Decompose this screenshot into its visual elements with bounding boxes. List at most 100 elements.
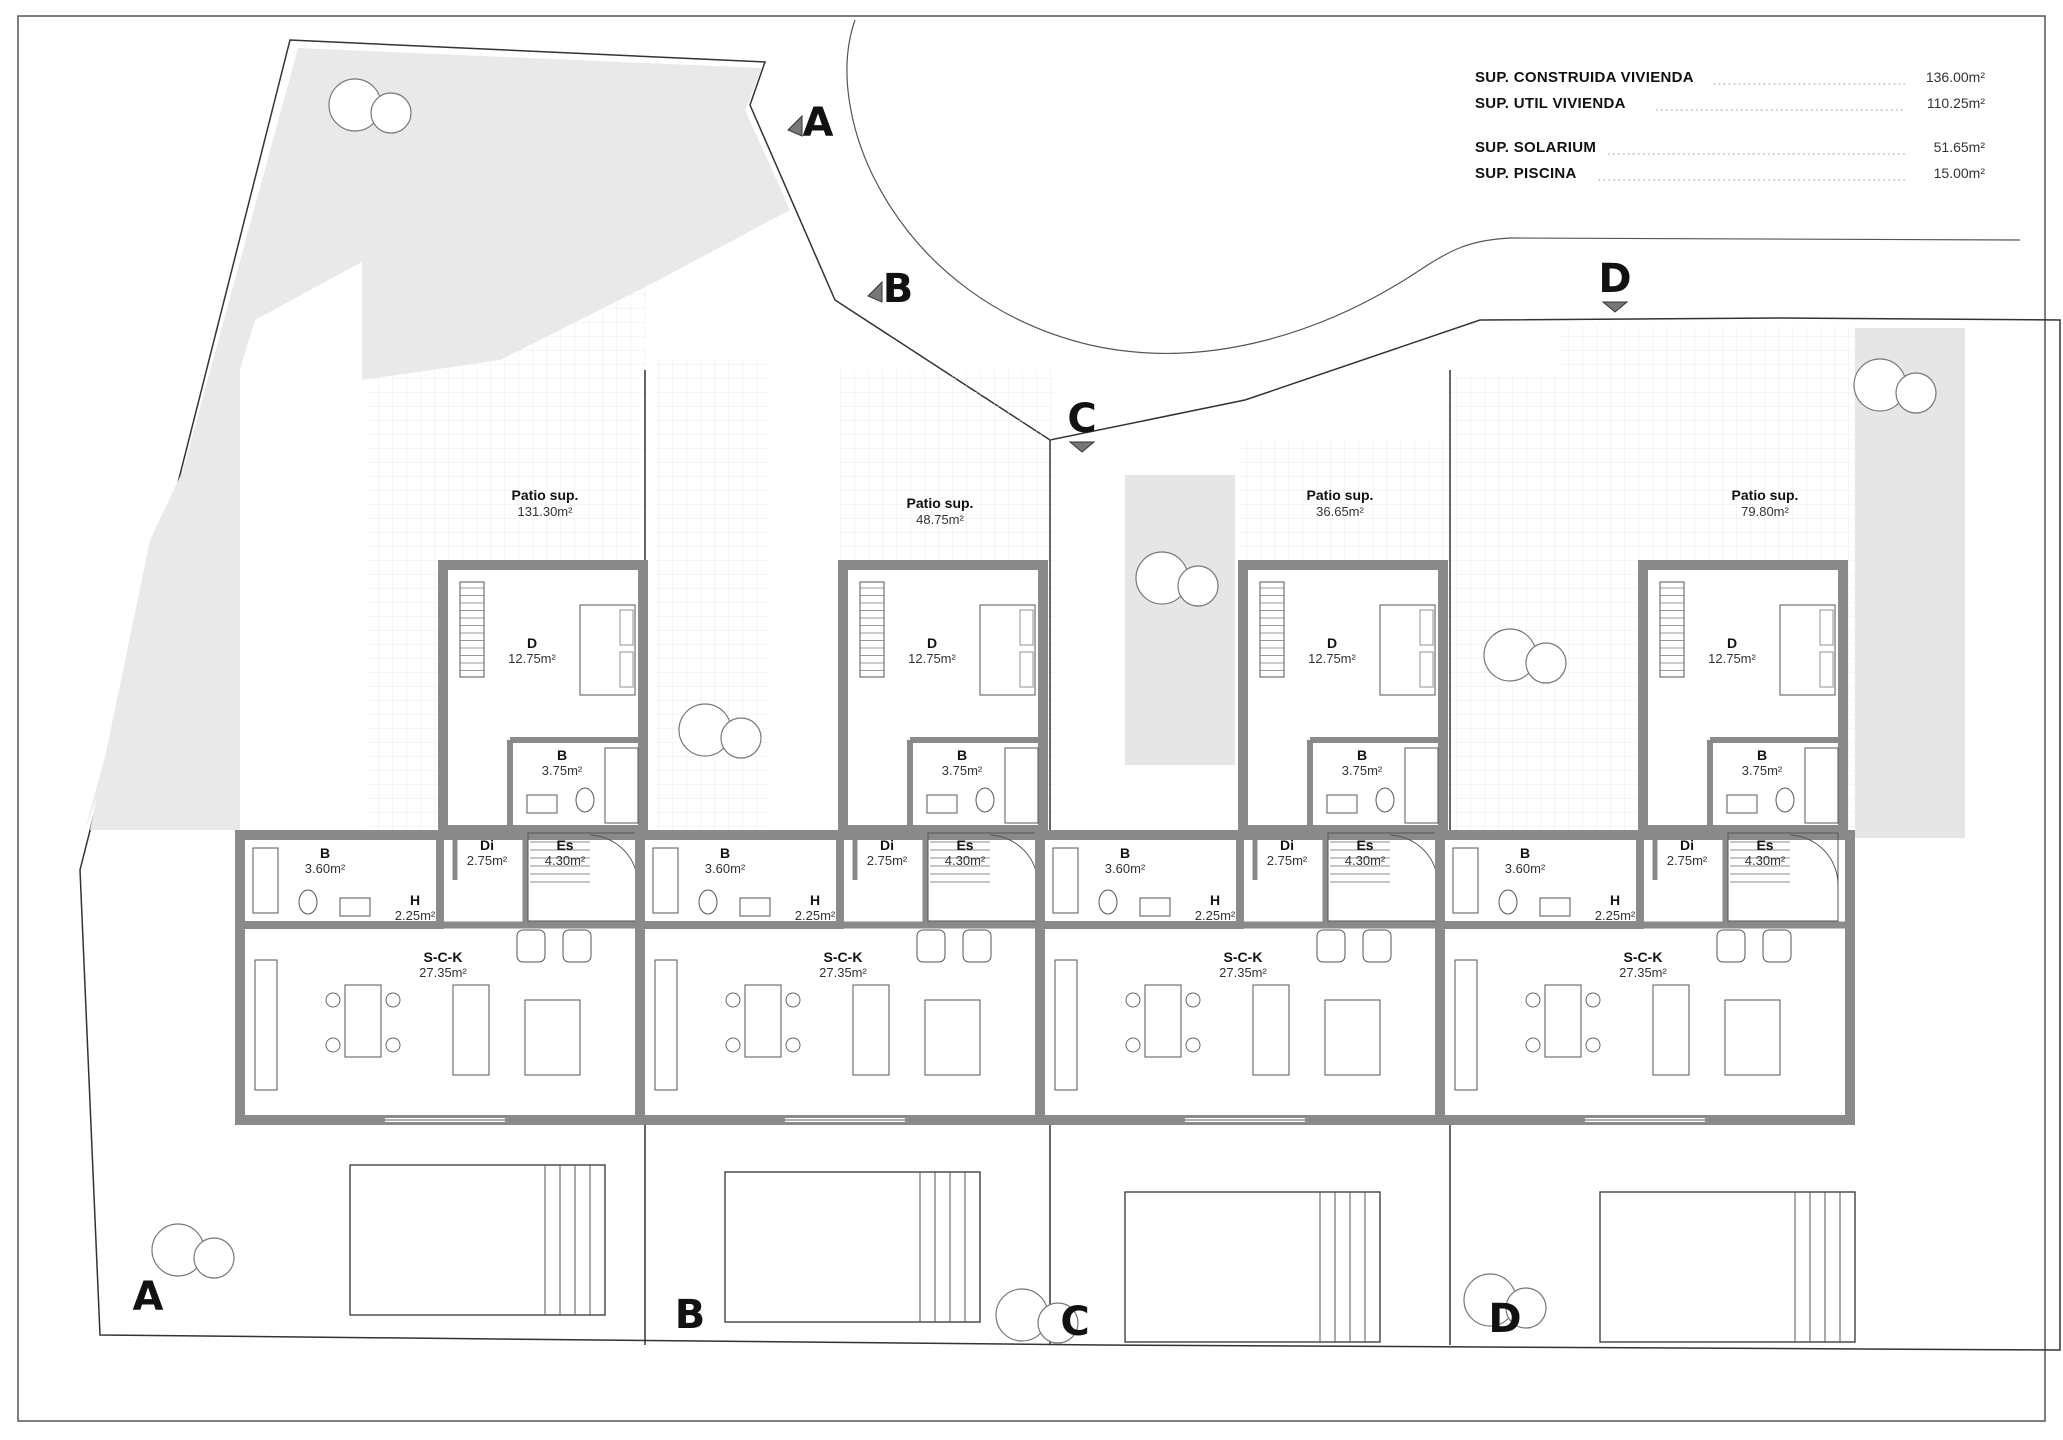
room-name: B bbox=[1357, 747, 1367, 763]
room-area: 2.75m² bbox=[467, 853, 508, 868]
room-name: B bbox=[1520, 845, 1530, 861]
summary-label: SUP. UTIL VIVIENDA bbox=[1475, 95, 1626, 112]
tree-icon bbox=[151, 1223, 235, 1279]
toilet bbox=[298, 889, 318, 915]
kitchen-counter bbox=[1054, 959, 1078, 1091]
room-area: 2.25m² bbox=[795, 908, 836, 923]
armchair bbox=[1362, 929, 1392, 963]
room-name: H bbox=[410, 892, 420, 908]
room-area: 12.75m² bbox=[1708, 651, 1756, 666]
sink bbox=[339, 897, 371, 917]
sink bbox=[926, 794, 958, 814]
room-name: D bbox=[1327, 635, 1337, 651]
shower bbox=[652, 847, 679, 914]
wardrobe bbox=[1659, 581, 1685, 678]
section-marker-bottom: B bbox=[675, 1292, 706, 1338]
room-area: 4.30m² bbox=[545, 853, 586, 868]
room-name: H bbox=[1610, 892, 1620, 908]
chair bbox=[325, 1037, 341, 1053]
room-area: 3.75m² bbox=[1742, 763, 1783, 778]
wardrobe bbox=[1259, 581, 1285, 678]
room-area: 3.75m² bbox=[942, 763, 983, 778]
patio-area: 131.30m² bbox=[518, 504, 574, 519]
sofa bbox=[452, 984, 490, 1076]
chair bbox=[1525, 992, 1541, 1008]
chair bbox=[1525, 1037, 1541, 1053]
section-marker-bottom: D bbox=[1488, 1296, 1521, 1342]
room-area: 27.35m² bbox=[819, 965, 867, 980]
chair bbox=[385, 992, 401, 1008]
section-arrow-icon bbox=[867, 280, 883, 303]
wardrobe bbox=[459, 581, 485, 678]
sink bbox=[739, 897, 771, 917]
chair bbox=[325, 992, 341, 1008]
dining-table bbox=[744, 984, 782, 1058]
armchair bbox=[1716, 929, 1746, 963]
unit-2: Patio sup.48.75m²D12.75m²B3.75m²B3.60m²D… bbox=[635, 495, 1055, 1125]
sink bbox=[1726, 794, 1758, 814]
shower bbox=[1004, 747, 1039, 824]
armchair bbox=[1316, 929, 1346, 963]
room-area: 3.60m² bbox=[1105, 861, 1146, 876]
chair bbox=[1185, 1037, 1201, 1053]
chair bbox=[1125, 992, 1141, 1008]
room-name: Es bbox=[1756, 837, 1773, 853]
room-name: B bbox=[557, 747, 567, 763]
room-area: 2.75m² bbox=[1267, 853, 1308, 868]
staircase bbox=[1727, 832, 1839, 922]
garden-area bbox=[1125, 475, 1235, 765]
room-area: 4.30m² bbox=[1345, 853, 1386, 868]
patio-tiles bbox=[1450, 375, 1560, 830]
room-area: 2.25m² bbox=[1195, 908, 1236, 923]
bed bbox=[1779, 604, 1836, 696]
patio-tiles bbox=[655, 360, 770, 830]
room-name: Di bbox=[480, 837, 494, 853]
shower bbox=[1452, 847, 1479, 914]
chair bbox=[1585, 992, 1601, 1008]
wardrobe bbox=[859, 581, 885, 678]
chair bbox=[785, 992, 801, 1008]
chair bbox=[785, 1037, 801, 1053]
room-name: S-C-K bbox=[1224, 949, 1263, 965]
section-marker-bottom: C bbox=[1060, 1299, 1089, 1345]
rug bbox=[524, 999, 581, 1076]
room-area: 2.75m² bbox=[867, 853, 908, 868]
room-name: Di bbox=[880, 837, 894, 853]
patio-name: Patio sup. bbox=[1732, 487, 1799, 503]
armchair bbox=[962, 929, 992, 963]
armchair bbox=[916, 929, 946, 963]
summary-value: 15.00m² bbox=[1934, 165, 1986, 181]
shower bbox=[1804, 747, 1839, 824]
unit-4: Patio sup.79.80m²D12.75m²B3.75m²B3.60m²D… bbox=[1435, 487, 1855, 1125]
sofa bbox=[1652, 984, 1690, 1076]
section-arrow-icon bbox=[1068, 441, 1096, 453]
bed bbox=[579, 604, 636, 696]
shower bbox=[1404, 747, 1439, 824]
sink bbox=[526, 794, 558, 814]
room-area: 3.60m² bbox=[705, 861, 746, 876]
pillow bbox=[1019, 651, 1034, 688]
section-marker-bottom: A bbox=[133, 1274, 164, 1320]
room-name: Es bbox=[956, 837, 973, 853]
section-marker-top: B bbox=[883, 266, 914, 312]
pillow bbox=[619, 651, 634, 688]
summary-label: SUP. CONSTRUIDA VIVIENDA bbox=[1475, 69, 1694, 86]
ground-wall bbox=[1435, 830, 1855, 1125]
section-marker-top: A bbox=[803, 100, 834, 146]
pillow bbox=[1819, 609, 1834, 646]
pool bbox=[724, 1171, 981, 1323]
room-area: 2.75m² bbox=[1667, 853, 1708, 868]
room-name: S-C-K bbox=[824, 949, 863, 965]
bed bbox=[979, 604, 1036, 696]
armchair bbox=[516, 929, 546, 963]
room-name: B bbox=[1757, 747, 1767, 763]
summary-value: 51.65m² bbox=[1934, 139, 1986, 155]
patio-area: 79.80m² bbox=[1741, 504, 1789, 519]
patio-name: Patio sup. bbox=[907, 495, 974, 511]
pool bbox=[1599, 1191, 1856, 1343]
dining-table bbox=[1544, 984, 1582, 1058]
